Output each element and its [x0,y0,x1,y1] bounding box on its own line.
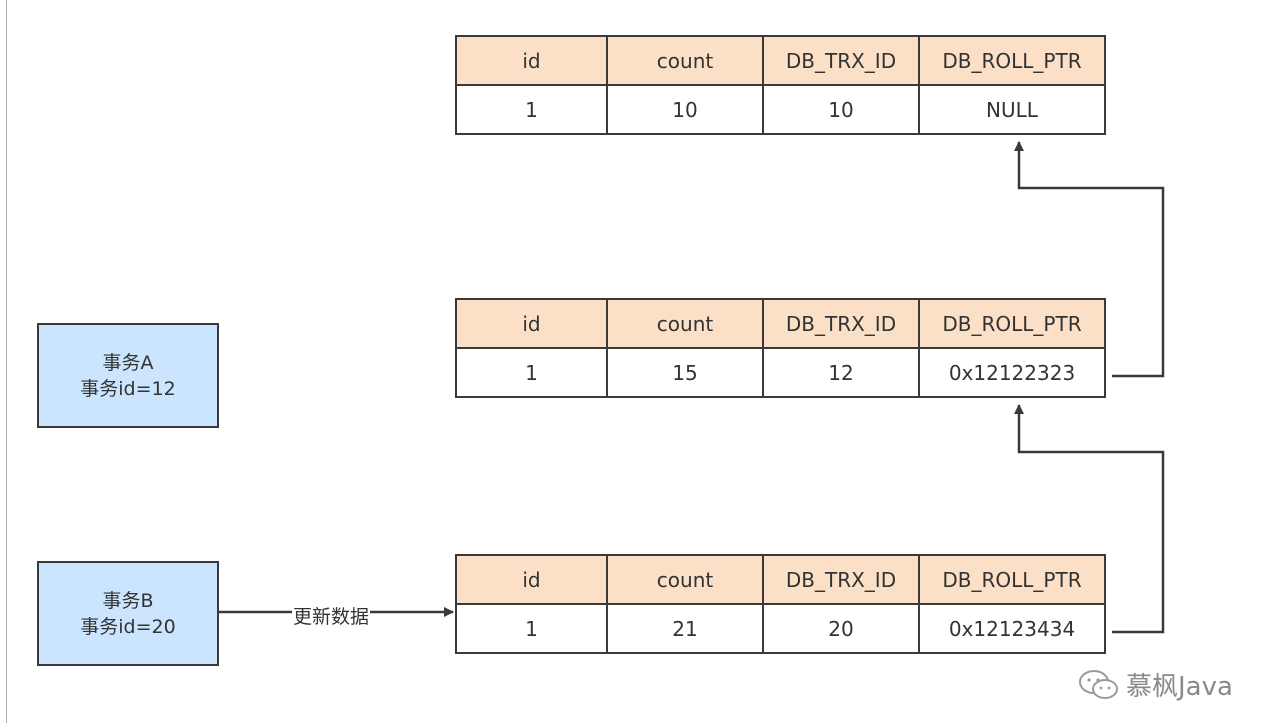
watermark: 慕枫Java [1078,666,1233,703]
header-id: id [455,298,608,349]
cell-db-roll-ptr: 0x12122323 [918,347,1106,398]
header-db-trx-id: DB_TRX_ID [762,298,920,349]
cell-db-trx-id: 12 [762,347,920,398]
transaction-id: 事务id=20 [80,615,176,638]
table-header: id count DB_TRX_ID DB_ROLL_PTR [455,554,1106,605]
header-db-roll-ptr: DB_ROLL_PTR [918,554,1106,605]
cell-db-roll-ptr: NULL [918,84,1106,135]
table-header: id count DB_TRX_ID DB_ROLL_PTR [455,35,1106,86]
header-db-trx-id: DB_TRX_ID [762,554,920,605]
table-row: 1 15 12 0x12122323 [455,347,1106,398]
cell-count: 10 [606,84,764,135]
version-table-2: id count DB_TRX_ID DB_ROLL_PTR 1 15 12 0… [455,298,1106,398]
cell-db-roll-ptr: 0x12123434 [918,603,1106,654]
transaction-b-box: 事务B 事务id=20 [37,561,219,666]
header-id: id [455,35,608,86]
transaction-a-box: 事务A 事务id=12 [37,323,219,428]
table-row: 1 10 10 NULL [455,84,1106,135]
wechat-icon [1079,669,1118,699]
header-count: count [606,554,764,605]
roll-pointer-arrow-v3 [1014,404,1165,634]
watermark-text: 慕枫Java [1126,672,1233,702]
frame-border [6,0,7,723]
cell-id: 1 [455,84,608,135]
roll-pointer-arrow-v2 [1014,141,1165,378]
header-count: count [606,35,764,86]
version-table-3: id count DB_TRX_ID DB_ROLL_PTR 1 21 20 0… [455,554,1106,654]
cell-id: 1 [455,603,608,654]
version-table-1: id count DB_TRX_ID DB_ROLL_PTR 1 10 10 N… [455,35,1106,135]
header-id: id [455,554,608,605]
header-db-roll-ptr: DB_ROLL_PTR [918,35,1106,86]
table-row: 1 21 20 0x12123434 [455,603,1106,654]
transaction-id: 事务id=12 [80,377,176,400]
header-count: count [606,298,764,349]
update-data-label: 更新数据 [292,602,371,629]
transaction-name: 事务A [102,351,154,374]
cell-db-trx-id: 20 [762,603,920,654]
header-db-roll-ptr: DB_ROLL_PTR [918,298,1106,349]
cell-id: 1 [455,347,608,398]
table-header: id count DB_TRX_ID DB_ROLL_PTR [455,298,1106,349]
cell-count: 21 [606,603,764,654]
cell-db-trx-id: 10 [762,84,920,135]
header-db-trx-id: DB_TRX_ID [762,35,920,86]
cell-count: 15 [606,347,764,398]
transaction-name: 事务B [102,589,154,612]
